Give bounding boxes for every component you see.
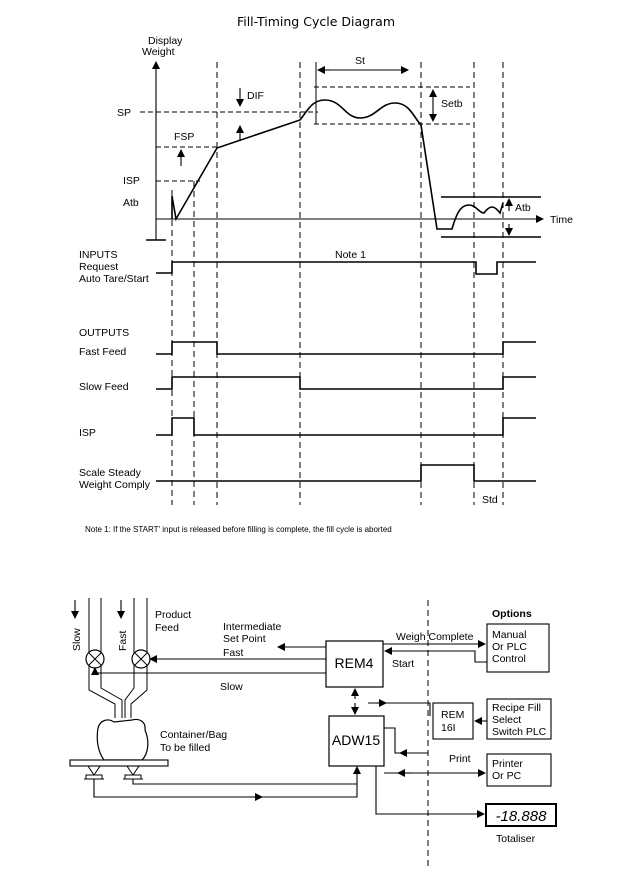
y-axis-label-line1: Display [148,35,183,47]
start-label: Start [392,658,414,670]
input-request-line2: Auto Tare/Start [79,273,149,285]
note-marker: Note 1 [335,249,366,261]
adw15-box [328,715,385,767]
load-cell-wire [93,766,361,798]
outputs-header: OUTPUTS [79,327,129,339]
intermediate-line2: Set Point [223,633,266,645]
level-label-sp: SP [117,107,131,119]
funnel-line [130,682,148,718]
level-label-atb: Atb [123,197,139,209]
x-axis-label: Time [550,214,573,226]
level-label-fsp: FSP [174,131,194,143]
totaliser-wire [375,766,485,818]
fast-feed-signal [156,341,536,355]
rem16-line2: 16I [441,722,456,734]
options-header: Options [492,608,532,620]
steady-signal [156,464,536,482]
slow-valve-icon [85,649,105,669]
rem16-box [432,702,474,740]
valve-fast-label: Fast [117,630,129,651]
fast-valve-icon [131,649,151,669]
recipe-line2: Select [492,714,521,726]
output-fast-label: Fast Feed [79,346,126,358]
bus-to-rem16 [368,702,431,716]
rem4-label: REM4 [335,655,374,671]
output-isp-label: ISP [79,427,96,439]
manual-plc-line2: Or PLC [492,641,527,653]
std-label: Std [482,494,498,506]
rem16-line1: REM [441,709,464,721]
fast-wire-label: Fast [223,647,244,659]
product-feed-line2: Feed [155,622,179,634]
level-label-isp: ISP [123,175,140,187]
request-signal [156,261,536,275]
recipe-box [486,698,552,740]
container-label-line1: Container/Bag [160,729,227,741]
slow-feed-signal [156,376,536,390]
setb-label: Setb [441,98,463,110]
product-feed-line1: Product [155,609,191,621]
printer-box [486,753,552,787]
load-cell-wire [132,779,357,785]
output-steady-line1: Scale Steady [79,467,142,479]
manual-plc-line1: Manual [492,629,526,641]
inputs-header: INPUTS [79,249,118,261]
recipe-line1: Recipe Fill [492,702,541,714]
diagram-title: Fill-Timing Cycle Diagram [237,14,395,29]
manual-plc-box [486,623,550,673]
y-axis-label-line2: Weight [142,46,175,58]
st-label: St [355,55,365,67]
funnel-line [100,682,123,718]
load-cell-right-icon [123,765,143,780]
valve-slow-label: Slow [71,628,83,651]
funnel-line [124,682,135,718]
load-cell-left-icon [84,765,104,780]
printer-line2: Or PC [492,770,522,782]
totaliser-label: Totaliser [496,833,536,845]
totaliser-value: -18.888 [496,808,548,825]
adw15-label: ADW15 [332,732,380,748]
rem4-box [325,640,384,688]
input-request-line1: Request [79,261,118,273]
container-bag-icon [96,718,149,761]
weight-curve [171,99,504,230]
slow-wire-label: Slow [220,681,243,693]
print-label: Print [449,753,471,765]
print-wire [384,727,415,754]
slow-wire [91,667,326,675]
isp-signal [156,417,536,436]
atb-band-label: Atb [515,202,531,214]
funnel-line [88,682,116,718]
container-label-line2: To be filled [160,742,210,754]
output-steady-line2: Weight Comply [79,479,151,491]
intermediate-line1: Intermediate [223,621,282,633]
totaliser-display [485,803,557,827]
printer-line1: Printer [492,758,523,770]
note-text: Note 1: If the START' input is released … [85,525,392,534]
output-slow-label: Slow Feed [79,381,129,393]
scale-platform [69,759,169,767]
dif-label: DIF [247,90,264,102]
manual-plc-line3: Control [492,653,526,665]
recipe-line3: Switch PLC [492,726,547,738]
start-wire [384,647,487,663]
weigh-complete-label: Weigh Complete [396,631,474,643]
